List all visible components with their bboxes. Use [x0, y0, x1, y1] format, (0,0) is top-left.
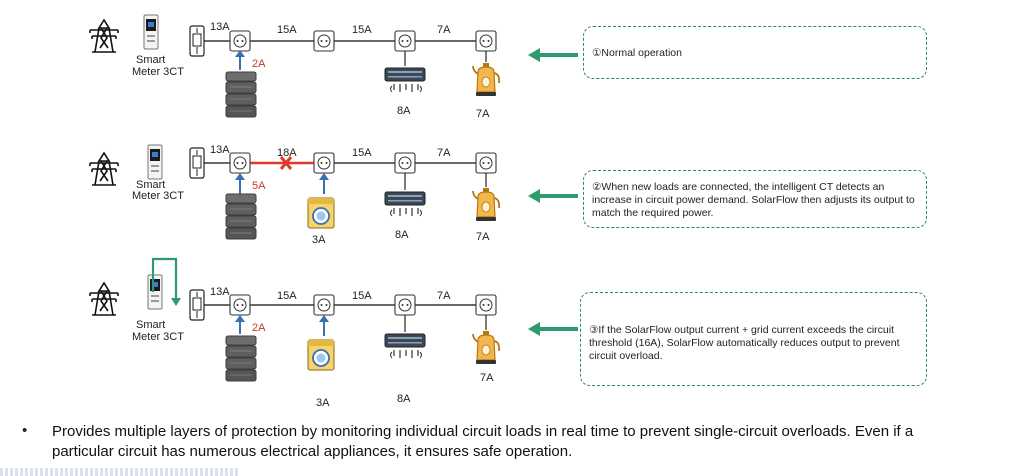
current-label: 7A — [437, 290, 451, 302]
current-label: 18A — [277, 147, 297, 159]
meter-label: Meter 3CT — [132, 66, 184, 78]
air-conditioner-icon — [384, 67, 426, 93]
battery-icon — [225, 335, 257, 382]
breaker-icon — [189, 147, 205, 179]
socket-icon — [229, 294, 251, 316]
washing-machine-icon — [307, 339, 335, 371]
note-text: ②When new loads are connected, the intel… — [592, 181, 915, 219]
current-label: 7A — [437, 147, 451, 159]
footer-decoration — [0, 468, 240, 476]
note-box-new-loads: ②When new loads are connected, the intel… — [583, 170, 927, 228]
row-3-diagram: Smart Meter 3CT 13A 15A 15A 7A 2A 3A 8A … — [89, 257, 578, 409]
meter-label: Meter 3CT — [132, 190, 184, 202]
meter-label: Smart — [136, 179, 165, 191]
meter-label: Smart — [136, 54, 165, 66]
breaker-icon — [189, 289, 205, 321]
note-box-threshold: ③If the SolarFlow output current + grid … — [580, 292, 927, 386]
load-current-label: 7A — [480, 372, 494, 384]
ct-feedback-arrow-head — [171, 298, 181, 306]
socket-icon — [475, 152, 497, 174]
socket-icon — [313, 30, 335, 52]
current-label: 15A — [352, 147, 372, 159]
air-conditioner-icon — [384, 333, 426, 359]
flow-arrow-head — [319, 173, 329, 180]
transmission-tower-icon — [89, 152, 119, 186]
note-pointer-arrow-head — [528, 48, 540, 62]
socket-icon — [394, 294, 416, 316]
socket-icon — [475, 294, 497, 316]
current-label: 15A — [352, 24, 372, 36]
smart-meter-icon — [147, 144, 163, 180]
socket-icon — [229, 30, 251, 52]
socket-icon — [229, 152, 251, 174]
current-label: 13A — [210, 144, 230, 156]
current-label: 13A — [210, 286, 230, 298]
row-2-diagram: Smart Meter 3CT 13A 18A 15A 7A 5A 3A 8A … — [89, 144, 578, 246]
meter-label: Smart — [136, 319, 165, 331]
load-current-label: 3A — [316, 397, 330, 409]
battery-current-label: 2A — [252, 58, 266, 70]
row-1-diagram: Smart Meter 3CT 13A 15A 15A 7A 2A 8A 7A — [89, 14, 578, 120]
note-pointer-arrow-head — [528, 189, 540, 203]
note-pointer-arrow-head — [528, 322, 540, 336]
transmission-tower-icon — [89, 19, 119, 53]
load-current-label: 7A — [476, 231, 490, 243]
battery-current-label: 5A — [252, 180, 266, 192]
overload-x-icon — [279, 156, 293, 170]
load-current-label: 8A — [397, 393, 411, 405]
socket-icon — [313, 294, 335, 316]
current-label: 7A — [437, 24, 451, 36]
kettle-icon — [472, 62, 501, 97]
socket-icon — [475, 30, 497, 52]
breaker-icon — [189, 25, 205, 57]
note-text: ③If the SolarFlow output current + grid … — [589, 324, 900, 362]
meter-label: Meter 3CT — [132, 331, 184, 343]
bullet-dot: • — [22, 422, 28, 439]
battery-current-label: 2A — [252, 322, 266, 334]
current-label: 15A — [352, 290, 372, 302]
smart-meter-icon — [147, 274, 163, 310]
load-current-label: 8A — [397, 105, 411, 117]
socket-icon — [394, 152, 416, 174]
note-box-normal: ①Normal operation — [583, 26, 927, 79]
flow-arrow-head — [235, 173, 245, 180]
bullet-text: Provides multiple layers of protection b… — [52, 423, 914, 460]
battery-icon — [225, 193, 257, 240]
current-label: 13A — [210, 21, 230, 33]
note-text: ①Normal operation — [592, 47, 682, 59]
current-label: 15A — [277, 24, 297, 36]
current-label: 15A — [277, 290, 297, 302]
load-current-label: 3A — [312, 234, 326, 246]
socket-icon — [313, 152, 335, 174]
kettle-icon — [472, 187, 501, 222]
socket-icon — [394, 30, 416, 52]
washing-machine-icon — [307, 197, 335, 229]
transmission-tower-icon — [89, 282, 119, 316]
load-current-label: 8A — [395, 229, 409, 241]
load-current-label: 7A — [476, 108, 490, 120]
ct-feedback-line — [151, 257, 178, 302]
flow-arrow-head — [235, 50, 245, 57]
flow-arrow-head — [319, 315, 329, 322]
smart-meter-icon — [143, 14, 159, 50]
air-conditioner-icon — [384, 191, 426, 217]
battery-icon — [225, 71, 257, 118]
flow-arrow-head — [235, 315, 245, 322]
kettle-icon — [472, 330, 501, 365]
